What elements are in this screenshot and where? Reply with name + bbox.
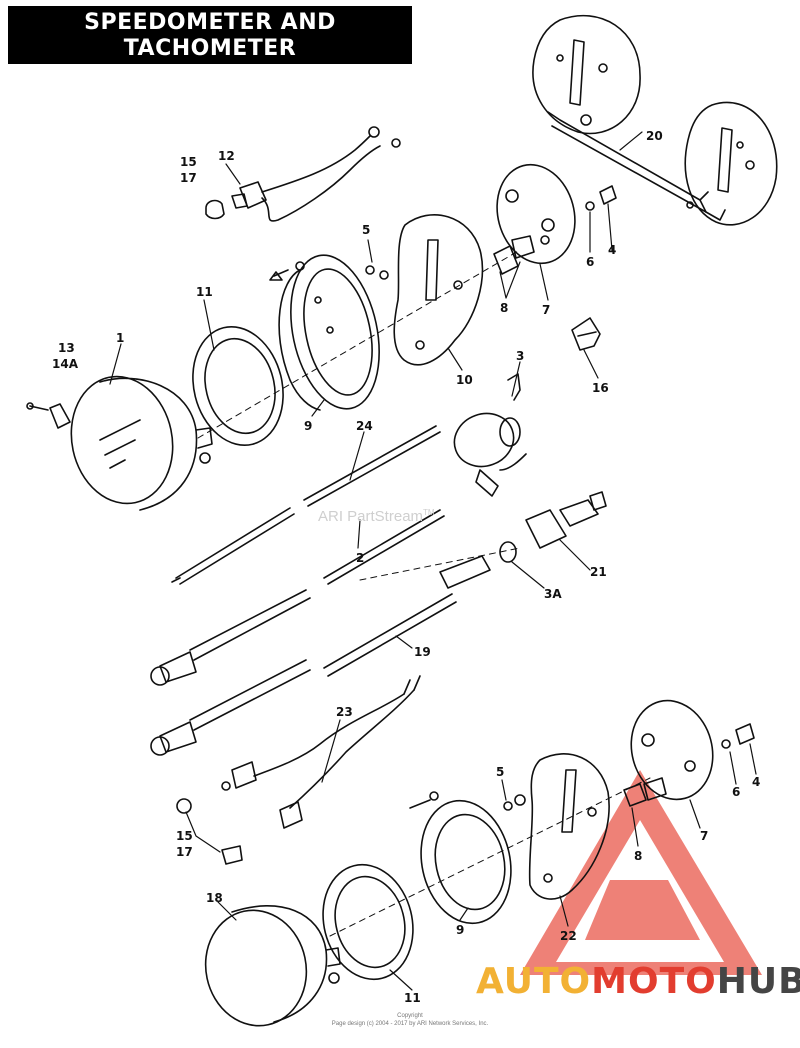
callout-15-lower: 15 [176, 829, 193, 843]
callout-4-upper: 4 [608, 243, 616, 257]
automotohub-logo: AUTOMOTOHUB [476, 962, 800, 1002]
cable-core-2 [171, 509, 445, 585]
upper-screws-washer [269, 261, 389, 281]
brand-triangle-logo [520, 770, 762, 975]
speedometer-cable-housing [150, 555, 491, 686]
callout-5-upper: 5 [362, 223, 370, 237]
callout-21: 21 [590, 565, 607, 579]
lower-nut-assembly [623, 723, 755, 807]
copyright-line-2: Page design (c) 2004 - 2017 by ARI Netwo… [331, 1021, 489, 1027]
mounting-bracket [532, 14, 778, 226]
tach-light-wiring-harness [221, 675, 421, 829]
lower-back-cover [630, 699, 714, 801]
callout-10: 10 [456, 373, 473, 387]
tachometer-cable-housing [150, 659, 311, 756]
indicator-bulb-lower-2 [221, 845, 243, 865]
callout-6-upper: 6 [586, 255, 594, 269]
callout-17-lower: 17 [176, 845, 193, 859]
copyright-notice: Copyright Page design (c) 2004 - 2017 by… [310, 1012, 510, 1028]
partstream-watermark: ARI PartStreamTM [318, 508, 435, 525]
callout-labels: 1 11 5 9 10 3 16 8 7 6 4 20 12 15 17 13 … [52, 129, 760, 1005]
right-angle-drive [453, 373, 527, 497]
lower-instrument-cup [420, 799, 512, 925]
callout-9-lower: 9 [456, 923, 464, 937]
diagram-title-box: SPEEDOMETER AND TACHOMETER 1974 & LATER [8, 6, 412, 87]
callout-8-lower: 8 [634, 849, 642, 863]
callout-4-lower: 4 [752, 775, 760, 789]
upper-instrument-cup [278, 254, 380, 411]
callout-2: 2 [356, 551, 364, 565]
speedometer-clip [571, 317, 601, 351]
callout-16: 16 [592, 381, 609, 395]
upper-back-cover [496, 163, 576, 265]
brand-hub: HUB [716, 961, 800, 1002]
callout-23: 23 [336, 705, 353, 719]
watermark-text: ARI PartStream [318, 508, 424, 525]
speedometer-head [70, 375, 213, 511]
callout-20: 20 [646, 129, 663, 143]
callout-19: 19 [414, 645, 431, 659]
callout-7-upper: 7 [542, 303, 550, 317]
indicator-bulb-lower-1 [176, 798, 192, 814]
callout-3a: 3A [544, 587, 562, 601]
diagram-title-line-2: 1974 & LATER [120, 62, 300, 87]
callout-7-lower: 7 [700, 829, 708, 843]
callout-3: 3 [516, 349, 524, 363]
tachometer-head [204, 905, 341, 1027]
watermark-tm: TM [423, 508, 435, 517]
callout-11-lower: 11 [404, 991, 421, 1005]
callout-24: 24 [356, 419, 373, 433]
callout-leader-lines [109, 131, 757, 991]
lamp-socket-with-wires [231, 126, 401, 222]
speedometer-screw-bulb [26, 402, 71, 429]
callout-11-upper: 11 [196, 285, 213, 299]
diagram-title-line-1: SPEEDOMETER AND TACHOMETER [84, 10, 336, 61]
callout-9-upper: 9 [304, 419, 312, 433]
lower-gasket-ring [322, 863, 414, 981]
brand-auto: AUTO [476, 961, 592, 1002]
callout-5-lower: 5 [496, 765, 504, 779]
callout-17-upper: 17 [180, 171, 197, 185]
callout-12: 12 [218, 149, 235, 163]
upper-gasket-ring [192, 326, 284, 446]
callout-15-upper: 15 [180, 155, 197, 169]
callout-13: 13 [58, 341, 75, 355]
cable-core-24 [175, 425, 441, 585]
callout-1: 1 [116, 331, 124, 345]
callout-18: 18 [206, 891, 223, 905]
callout-6-lower: 6 [732, 785, 740, 799]
assembly-center-lines [197, 249, 651, 937]
brand-moto: MOTO [591, 961, 717, 1002]
tach-drive-adapter [525, 491, 607, 549]
upper-mounting-plate [393, 214, 484, 366]
lower-mounting-plate [528, 753, 610, 900]
lower-screws-washer [409, 791, 526, 811]
callout-14a: 14A [52, 357, 79, 371]
callout-22: 22 [560, 929, 577, 943]
callout-8-upper: 8 [500, 301, 508, 315]
copyright-line-1: Copyright [397, 1013, 423, 1019]
indicator-bulb-top [205, 199, 225, 220]
